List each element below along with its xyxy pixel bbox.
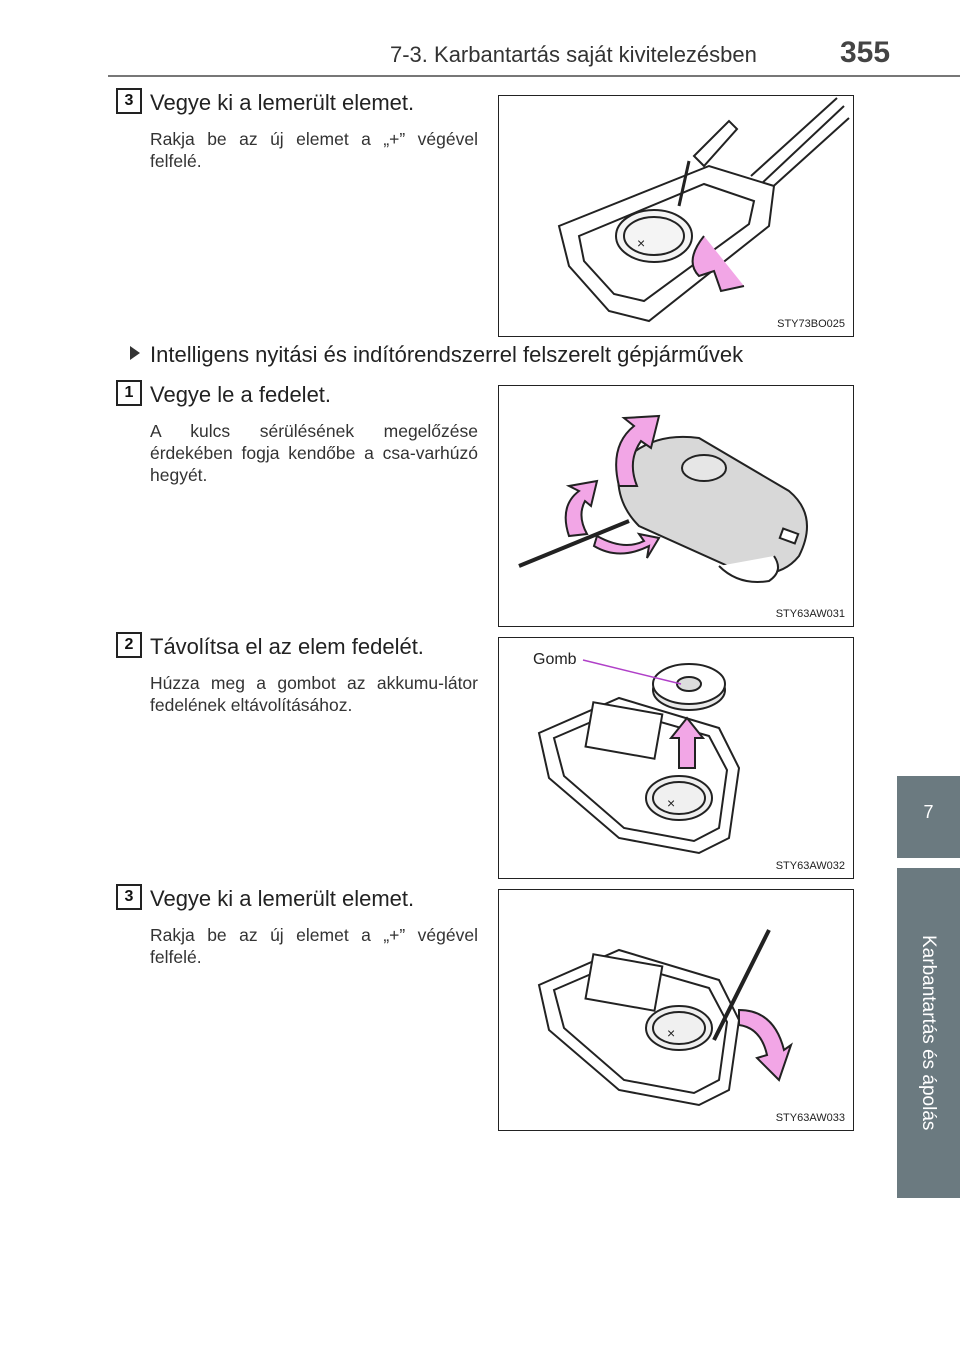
step-description: Rakja be az új elemet a „+” végével felf… (150, 129, 478, 171)
step-badge: 3 (116, 88, 142, 114)
callout-label-gomb: Gomb (533, 651, 577, 668)
page-number: 355 (840, 36, 891, 69)
figure-remove-battery: × STY63AW033 (498, 889, 854, 1131)
step-description: Rakja be az új elemet a „+” végével felf… (150, 925, 478, 967)
figure-code: STY63AW032 (775, 860, 845, 872)
step-heading: Távolítsa el az elem fedelét. (150, 634, 424, 659)
key-cover-illustration (518, 414, 808, 583)
battery-cover-illustration: × (537, 659, 741, 855)
key-battery-illustration: × (557, 97, 850, 323)
svg-text:×: × (667, 795, 675, 811)
step-heading: Vegye le a fedelet. (150, 382, 332, 407)
step-badge: 1 (116, 380, 142, 406)
figure-code: STY63AW033 (775, 1112, 845, 1124)
header-divider (108, 75, 960, 77)
step-heading: Vegye ki a lemerült elemet. (150, 886, 415, 911)
chapter-label: Karbantartás és ápolás (897, 868, 960, 1198)
figure-battery-removal-key: × STY73BO025 (498, 95, 854, 337)
section-heading-text: Intelligens nyitási és indítórendszerrel… (150, 342, 744, 367)
section-heading: Intelligens nyitási és indítórendszerrel… (130, 342, 743, 368)
step-badge: 2 (116, 632, 142, 658)
step-description: A kulcs sérülésének megelőzése érdekében… (150, 421, 478, 485)
triangle-bullet-icon (130, 346, 140, 360)
header-section-title: 7-3. Karbantartás saját kivitelezésben (390, 42, 757, 67)
step-heading: Vegye ki a lemerült elemet. (150, 90, 415, 115)
figure-code: STY63AW031 (775, 608, 845, 620)
svg-text:×: × (667, 1025, 675, 1041)
battery-removal-illustration: × (537, 929, 793, 1107)
svg-text:×: × (637, 235, 645, 251)
figure-remove-cover: STY63AW031 (498, 385, 854, 627)
step-badge: 3 (116, 884, 142, 910)
figure-remove-battery-cover: × Gomb STY63AW032 (498, 637, 854, 879)
chapter-tab: 7 (897, 776, 960, 858)
step-description: Húzza meg a gombot az akkumu-látor fedel… (150, 673, 478, 715)
figure-code: STY73BO025 (777, 318, 845, 330)
chapter-number: 7 (923, 802, 934, 822)
